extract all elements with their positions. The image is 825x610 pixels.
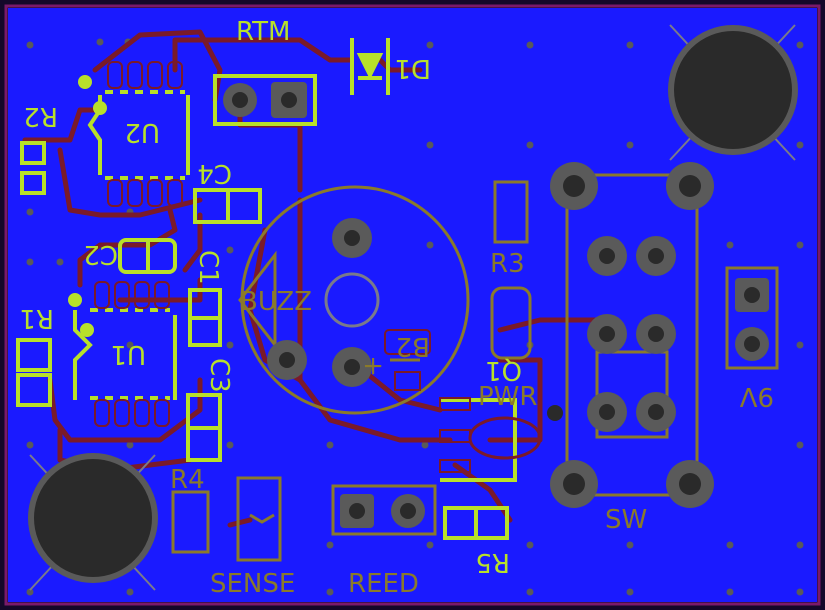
label-reed: REED <box>348 569 419 599</box>
label-r1: R1 <box>19 303 54 333</box>
label-c4: C4 <box>197 158 232 188</box>
board-outline <box>4 4 821 606</box>
label-c1: C1 <box>193 250 223 285</box>
silk-top <box>16 38 517 540</box>
label-r5: R5 <box>475 547 510 577</box>
label-u2: U2 <box>124 117 160 147</box>
mount-hole-bottom-left <box>28 453 158 583</box>
smd-pads <box>94 61 542 473</box>
label-d1: D1 <box>394 53 431 83</box>
mount-hole-top-right <box>668 25 798 155</box>
label-c3: C3 <box>204 358 234 393</box>
label-r3: R3 <box>490 249 525 279</box>
label-u1: U1 <box>110 339 146 369</box>
th-pads <box>223 82 769 528</box>
label-q1: Q1 <box>485 355 522 385</box>
label-rtm: RTM <box>236 17 291 47</box>
buzzer-outline <box>240 185 470 415</box>
label-c2: C2 <box>83 239 118 269</box>
label-r4: R4 <box>170 465 205 495</box>
rtm-footprint <box>213 74 317 126</box>
silk-bottom <box>171 173 779 562</box>
via-grid <box>25 37 805 597</box>
label-buzz: BUZZ <box>240 287 312 317</box>
label-sw: SW <box>605 505 647 535</box>
silk-top-dashed <box>90 90 185 400</box>
label-pwr: PWR <box>478 382 537 412</box>
label-plus: + <box>362 351 384 381</box>
mounting-holes <box>28 24 798 591</box>
label-sense: SENSE <box>210 569 295 599</box>
label-9v: 9V <box>739 381 774 411</box>
label-b2: B2 <box>396 331 430 361</box>
label-r2: R2 <box>23 101 58 131</box>
